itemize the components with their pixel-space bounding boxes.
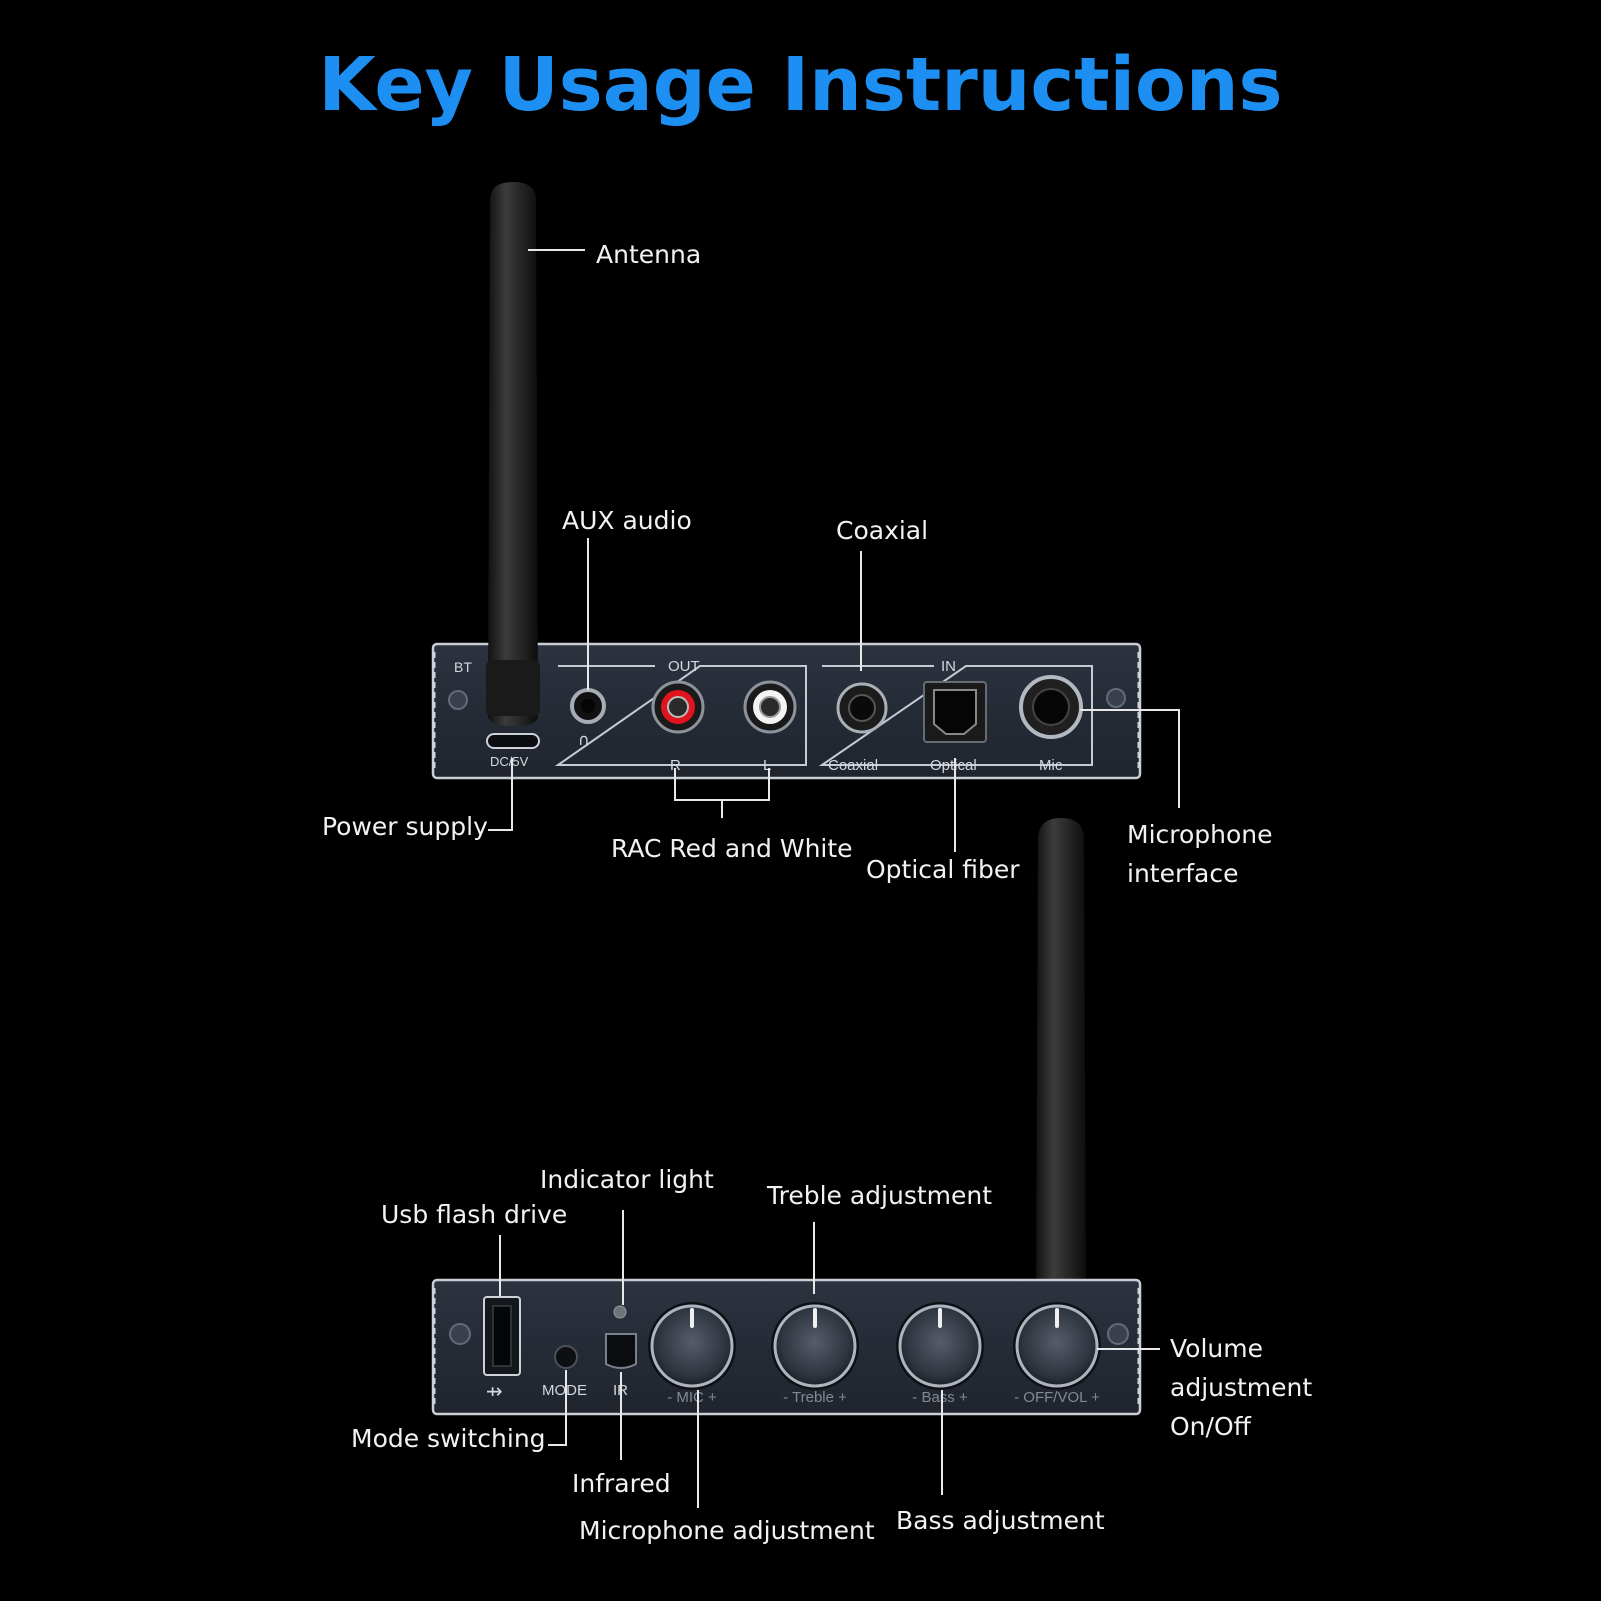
screw-icon [449, 1323, 471, 1345]
page-title: Key Usage Instructions [318, 42, 1283, 128]
callout-power-supply: Power supply [322, 812, 488, 841]
callout-indicator-light: Indicator light [540, 1165, 714, 1194]
callout-volume-line3: On/Off [1170, 1412, 1251, 1441]
usb-c-port [486, 733, 540, 749]
optical-port-label: Optical [930, 757, 977, 774]
mic-port-label: Mic [1039, 757, 1063, 774]
callout-aux-audio: AUX audio [562, 506, 692, 535]
callout-optical-fiber: Optical fiber [866, 855, 1020, 884]
callout-mic-interface: Microphone interface [1127, 815, 1273, 893]
indicator-light-icon [613, 1305, 627, 1319]
screw-icon [448, 690, 468, 710]
usb-icon: ⇸ [486, 1379, 503, 1403]
headphone-icon: ∩ [578, 730, 590, 749]
callout-volume: Volume adjustment On/Off [1170, 1329, 1312, 1446]
r-label: R [670, 757, 681, 774]
knob-bass [896, 1302, 984, 1390]
l-label: L [763, 757, 771, 774]
callout-antenna: Antenna [596, 240, 702, 269]
dc-label: DC/5V [490, 754, 529, 769]
callout-mode-switching: Mode switching [351, 1424, 546, 1453]
callout-mic-line1: Microphone [1127, 820, 1273, 849]
screw-icon [1107, 1323, 1129, 1345]
knob-treble-label: - Treble + [783, 1389, 847, 1406]
mode-button [554, 1345, 578, 1369]
in-label: IN [941, 658, 956, 675]
callout-coaxial: Coaxial [836, 516, 929, 545]
callout-usb-flash-drive: Usb flash drive [381, 1200, 568, 1229]
knob-mic-label: - MIC + [667, 1389, 717, 1406]
knob-treble [771, 1302, 859, 1390]
mode-label: MODE [542, 1382, 587, 1399]
knob-vol-label: - OFF/VOL + [1014, 1389, 1100, 1406]
callout-infrared: Infrared [572, 1469, 671, 1498]
out-label: OUT [668, 658, 700, 675]
callout-mic-line2: interface [1127, 859, 1239, 888]
callout-rca: RAC Red and White [611, 834, 853, 863]
knob-mic [648, 1302, 736, 1390]
coaxial-port-label: Coaxial [828, 757, 878, 774]
ir-window [605, 1333, 637, 1369]
knob-bass-label: - Bass + [912, 1389, 968, 1406]
screw-icon [1106, 688, 1126, 708]
leader-lines [488, 249, 1180, 1508]
callout-volume-line1: Volume [1170, 1334, 1263, 1363]
callout-treble: Treble adjustment [767, 1181, 993, 1210]
callout-bass: Bass adjustment [896, 1506, 1105, 1535]
knob-volume [1013, 1302, 1101, 1390]
antenna-front [1036, 818, 1086, 1285]
antenna-back [486, 182, 540, 726]
callout-volume-line2: adjustment [1170, 1373, 1313, 1402]
callout-mic-adjustment: Microphone adjustment [579, 1516, 875, 1545]
bt-label: BT [454, 659, 472, 675]
front-panel: ⇸ MODE IR - MIC + - [431, 1278, 1142, 1416]
